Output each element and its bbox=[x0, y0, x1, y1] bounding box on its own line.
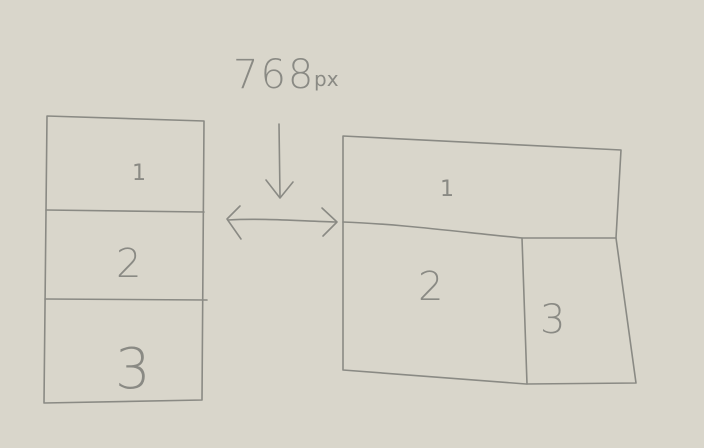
desktop-block-2-label: 2 bbox=[418, 264, 443, 310]
mobile-layout: 1 2 3 bbox=[43, 115, 208, 404]
mobile-block-2-label: 2 bbox=[116, 241, 141, 287]
breakpoint-unit: px bbox=[314, 67, 339, 91]
desktop-frame bbox=[342, 135, 637, 385]
desktop-layout: 1 2 3 bbox=[342, 135, 637, 385]
down-arrow-icon bbox=[265, 123, 294, 199]
breakpoint-label: 768 px bbox=[233, 52, 339, 98]
desktop-column-divider bbox=[521, 237, 528, 385]
mobile-frame bbox=[43, 115, 205, 404]
double-arrow-icon bbox=[226, 205, 338, 240]
mobile-divider-2 bbox=[44, 298, 208, 301]
desktop-header-divider bbox=[342, 221, 617, 239]
mobile-block-1-label: 1 bbox=[132, 161, 146, 186]
mobile-divider-1 bbox=[45, 209, 205, 213]
mobile-block-3-label: 3 bbox=[115, 337, 151, 402]
desktop-block-1-label: 1 bbox=[440, 177, 454, 202]
desktop-block-3-label: 3 bbox=[540, 297, 565, 343]
breakpoint-value: 768 bbox=[233, 52, 315, 98]
